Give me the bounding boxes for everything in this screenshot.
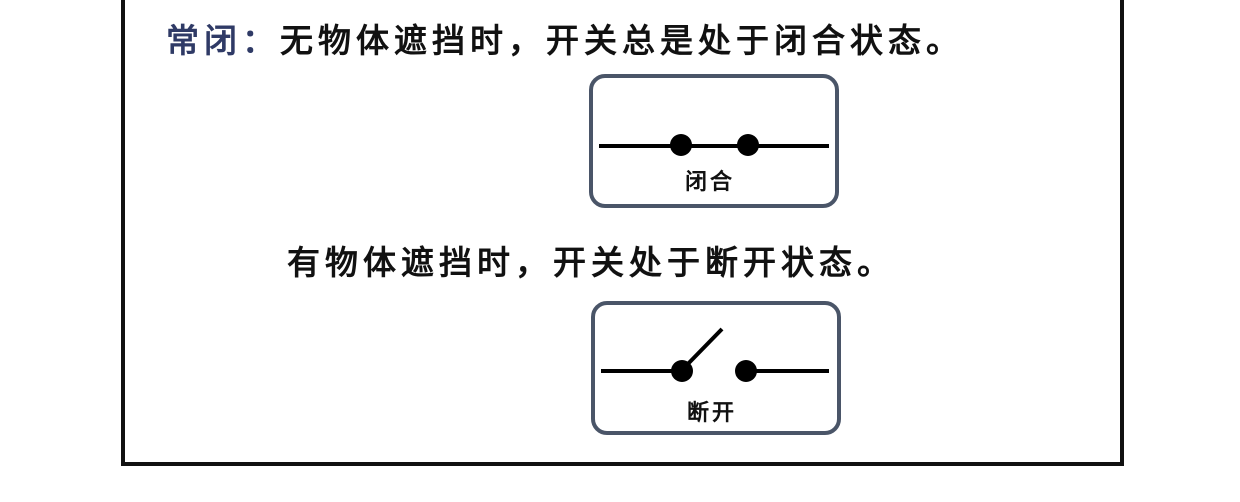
closed-switch-drawing [599, 134, 829, 156]
open-switch-caption: 断开 [686, 401, 737, 426]
closed-switch-symbol: 闭合 [589, 74, 839, 208]
open-switch-symbol: 断开 [591, 301, 841, 435]
closed-switch-right-contact [737, 134, 759, 156]
normally-closed-description: 常闭：无物体遮挡时，开关总是处于闭合状态。 [166, 14, 964, 62]
normally-closed-text: 无物体遮挡时，开关总是处于闭合状态。 [280, 21, 964, 60]
open-switch-drawing [601, 327, 829, 382]
open-switch-left-contact [671, 360, 693, 382]
normally-closed-label: 常闭： [166, 21, 280, 60]
blocked-state-text: 有物体遮挡时，开关处于断开状态。 [287, 243, 895, 282]
closed-switch-left-contact [670, 134, 692, 156]
closed-switch-caption: 闭合 [684, 170, 735, 195]
